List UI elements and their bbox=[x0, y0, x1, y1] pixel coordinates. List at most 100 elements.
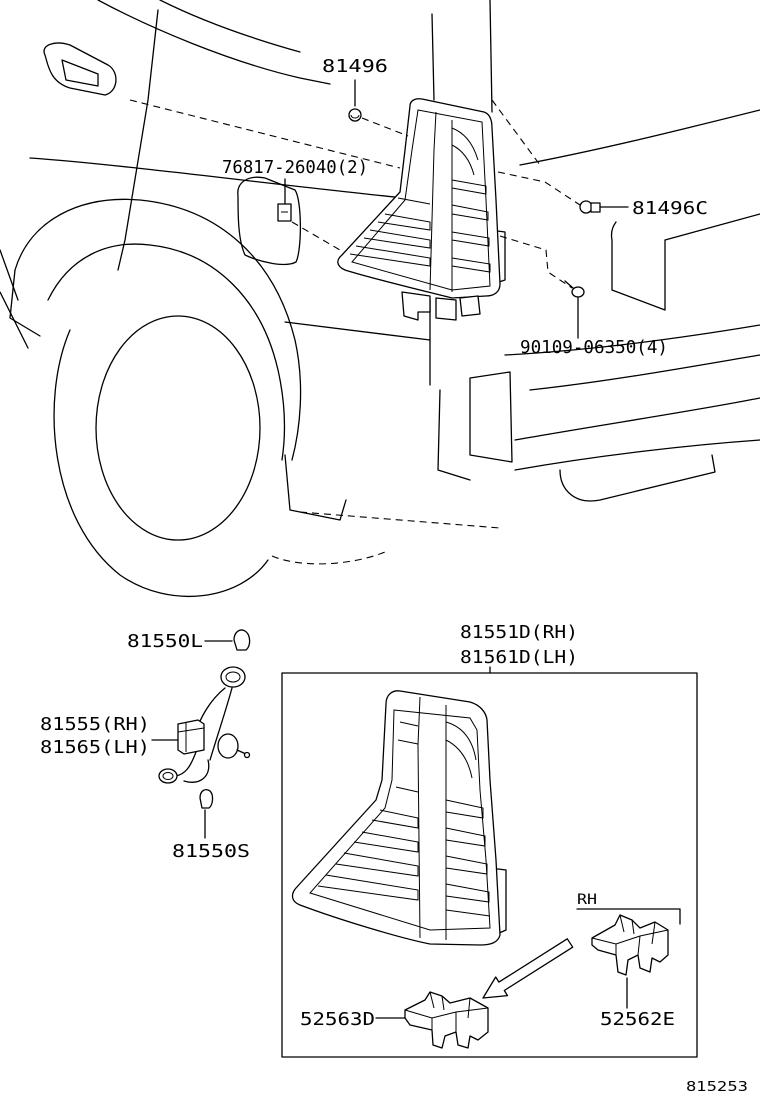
tire-outline bbox=[53, 329, 269, 598]
underbody-phantom-line bbox=[271, 511, 501, 565]
clip-81496c bbox=[579, 200, 601, 214]
socket-middle bbox=[217, 733, 239, 759]
label-clip-upper: 81496 bbox=[322, 56, 388, 77]
pillar-left-line bbox=[431, 13, 435, 101]
screw-shank bbox=[564, 280, 574, 289]
lamp-outer-outline bbox=[291, 690, 501, 946]
installed-tail-lamp bbox=[337, 98, 506, 321]
bumper-lower-line bbox=[514, 397, 760, 441]
clip-head bbox=[579, 200, 593, 214]
clip-stem bbox=[590, 202, 601, 213]
bracket-detail bbox=[404, 991, 489, 1032]
lamp-left-slats bbox=[349, 197, 431, 267]
bulb-small bbox=[199, 789, 214, 809]
wheel-rim bbox=[95, 315, 261, 541]
lamp-inner-outline bbox=[309, 709, 491, 931]
upper-window-line bbox=[97, 0, 331, 85]
lamp-right-slats bbox=[445, 799, 491, 917]
bumper-bottom-line bbox=[514, 439, 760, 471]
bumper-upper-line bbox=[504, 324, 760, 356]
body-side-line bbox=[29, 157, 406, 199]
lamp-connector-right bbox=[459, 295, 481, 317]
bracket-detail bbox=[591, 914, 669, 956]
harness-wire bbox=[175, 751, 197, 777]
lamp-assembly-box bbox=[281, 672, 698, 1058]
harness-connector bbox=[177, 719, 205, 755]
lamp-left-slats bbox=[317, 786, 419, 901]
label-screw: 90109-06350(4) bbox=[520, 337, 668, 358]
bracket-lower-part bbox=[404, 991, 489, 1049]
pillar-phantom-line bbox=[491, 99, 541, 166]
lamp-connector-left bbox=[401, 291, 431, 321]
bumper-step-curve bbox=[559, 454, 716, 502]
label-lamp-rh: 81551D(RH) bbox=[460, 622, 578, 643]
bumper-mid-line bbox=[529, 354, 760, 391]
label-bracket-lower: 52563D bbox=[300, 1009, 375, 1030]
rh-bracket-indicator bbox=[576, 908, 681, 925]
socket-upper-inner bbox=[225, 671, 241, 683]
clip-76817-phantom-line bbox=[291, 221, 341, 251]
lamp-lens-band bbox=[429, 111, 453, 292]
clip-81496 bbox=[348, 108, 362, 122]
label-clip-right: 81496C bbox=[632, 198, 708, 219]
screw-head bbox=[571, 286, 585, 298]
clip-81496-phantom-line bbox=[361, 117, 409, 137]
body-left-edge bbox=[0, 249, 29, 349]
roof-edge-line bbox=[159, 0, 301, 53]
socket-middle-tip bbox=[243, 751, 251, 759]
illustration-number: 815253 bbox=[686, 1080, 748, 1095]
wheel-arch-outer bbox=[14, 198, 302, 461]
tail-lamp-assembly bbox=[291, 690, 507, 946]
bulb-glass bbox=[233, 629, 251, 651]
front-lower-edge bbox=[9, 269, 41, 337]
license-recess bbox=[610, 213, 760, 311]
socket-upper bbox=[220, 666, 246, 688]
label-bulb-small: 81550S bbox=[172, 841, 250, 862]
pillar-right-line bbox=[489, 0, 493, 113]
quarter-lower-line bbox=[284, 321, 431, 341]
label-bulb-large: 81550L bbox=[127, 631, 203, 652]
socket-lower-inner bbox=[162, 772, 174, 780]
clip-body bbox=[348, 108, 362, 122]
bracket-body bbox=[404, 991, 489, 1049]
fuel-lid bbox=[237, 176, 302, 266]
label-lamp-lh: 81561D(LH) bbox=[460, 647, 578, 668]
clip-76817 bbox=[277, 203, 292, 222]
vehicle-rear-view bbox=[0, 0, 760, 598]
label-socket-lh: 81565(LH) bbox=[40, 737, 150, 758]
wheel-arch-inner bbox=[47, 243, 286, 461]
body-phantom-line bbox=[129, 99, 401, 169]
label-clip-fender: 76817-26040(2) bbox=[222, 157, 368, 178]
bracket-rh-part bbox=[591, 914, 669, 976]
door-handle-recess bbox=[61, 59, 99, 87]
door-handle bbox=[43, 42, 117, 96]
harness-wire bbox=[183, 759, 210, 783]
lamp-upper-detail bbox=[397, 721, 477, 779]
lamp-upper-detail bbox=[451, 127, 479, 176]
clip-81496c-phantom-line bbox=[497, 171, 581, 206]
bulb-glass bbox=[199, 789, 214, 809]
harness-connector-detail bbox=[177, 722, 205, 752]
screw-90109 bbox=[564, 280, 585, 298]
clip-detail bbox=[350, 114, 360, 119]
socket-lower bbox=[158, 768, 178, 784]
bulb-large bbox=[233, 629, 251, 651]
label-socket-rh: 81555(RH) bbox=[40, 714, 150, 735]
bumper-corner bbox=[429, 299, 471, 481]
mud-flap bbox=[284, 454, 347, 521]
label-bracket-rh: 52562E bbox=[600, 1009, 675, 1030]
socket-wire-harness bbox=[158, 666, 251, 784]
lamp-right-slats bbox=[451, 179, 491, 273]
lamp-lens-band bbox=[417, 696, 447, 940]
screw-phantom-line bbox=[499, 235, 573, 289]
bracket-body bbox=[591, 914, 669, 976]
mirror-direction-arrow bbox=[482, 938, 574, 999]
rear-reflector bbox=[469, 371, 513, 463]
lamp-outer-outline bbox=[337, 98, 501, 299]
label-bracket-side: RH bbox=[577, 892, 597, 908]
lamp-connector-mid bbox=[435, 297, 457, 321]
harness-wire bbox=[209, 687, 233, 761]
door-gap-line bbox=[117, 9, 159, 271]
hatch-top-edge bbox=[519, 109, 760, 166]
